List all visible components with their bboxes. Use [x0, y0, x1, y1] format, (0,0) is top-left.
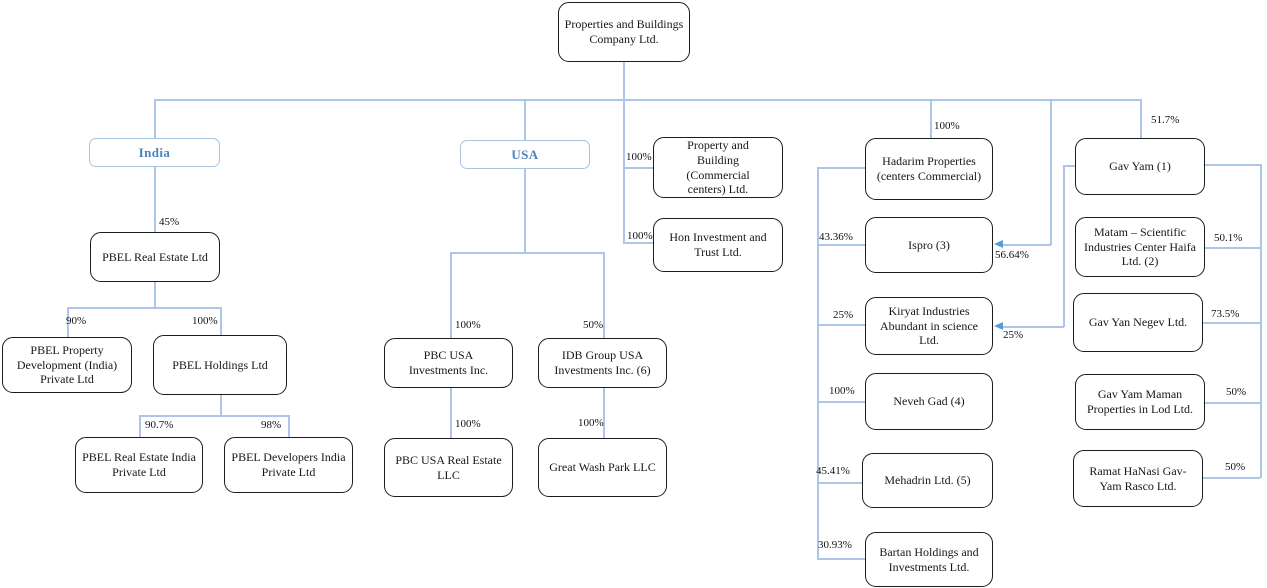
connector-line — [67, 307, 221, 309]
connector-line — [450, 388, 452, 438]
connector-line — [139, 415, 141, 437]
ownership-percent: 90% — [66, 315, 87, 327]
connector-line — [1260, 164, 1262, 478]
connector-line — [1063, 165, 1075, 167]
node-pbel-real-estate-india: PBEL Real Estate India Private Ltd — [75, 437, 203, 493]
node-property-building-commercial-centers: Property and Building (Commercial center… — [653, 137, 783, 198]
region-usa: USA — [460, 140, 590, 169]
connector-line — [1203, 322, 1260, 324]
node-hadarim-properties: Hadarim Properties (centers Commercial) — [865, 138, 993, 200]
ownership-percent: 50.1% — [1214, 232, 1243, 244]
ownership-percent: 25% — [833, 309, 854, 321]
node-gav-yam: Gav Yam (1) — [1075, 138, 1205, 195]
connector-line — [288, 415, 290, 437]
node-ramat-hanasi: Ramat HaNasi Gav-Yam Rasco Ltd. — [1073, 450, 1203, 507]
connector-line — [1140, 99, 1142, 138]
ownership-percent: 100% — [455, 319, 481, 331]
node-properties-and-buildings-company: Properties and Buildings Company Ltd. — [558, 2, 690, 62]
connector-line — [623, 242, 653, 244]
connector-line — [1063, 165, 1065, 327]
connector-line — [154, 99, 1141, 101]
ownership-percent: 98% — [261, 419, 282, 431]
node-hon-investment-trust: Hon Investment and Trust Ltd. — [653, 218, 783, 272]
ownership-percent: 50% — [583, 319, 604, 331]
connector-line — [220, 395, 222, 416]
connector-line — [623, 62, 625, 243]
connector-line — [817, 167, 865, 169]
ownership-percent: 51.7% — [1151, 114, 1180, 126]
ownership-percent: 100% — [626, 151, 652, 163]
connector-line — [1203, 477, 1260, 479]
node-pbel-property-development: PBEL Property Development (India) Privat… — [2, 337, 132, 393]
ownership-percent: 43.36% — [819, 231, 853, 243]
node-great-wash-park: Great Wash Park LLC — [538, 438, 667, 497]
ownership-percent: 45.41% — [816, 465, 850, 477]
connector-line — [623, 167, 653, 169]
ownership-percent: 100% — [192, 315, 218, 327]
ownership-percent: 100% — [578, 417, 604, 429]
node-gav-yan-negev: Gav Yan Negev Ltd. — [1073, 293, 1203, 352]
connector-line — [817, 401, 865, 403]
connector-line — [817, 324, 865, 326]
connector-line — [1003, 326, 1064, 328]
node-bartan-holdings: Bartan Holdings and Investments Ltd. — [865, 532, 993, 587]
connector-line — [930, 99, 932, 138]
arrowhead-left-icon — [994, 240, 1003, 248]
connector-line — [817, 244, 865, 246]
node-idb-group-usa: IDB Group USA Investments Inc. (6) — [538, 338, 667, 388]
connector-line — [67, 307, 69, 337]
ownership-percent: 100% — [627, 230, 653, 242]
ownership-percent: 45% — [159, 216, 180, 228]
ownership-percent: 90.7% — [145, 419, 174, 431]
connector-line — [524, 169, 526, 253]
connector-line — [154, 282, 156, 308]
ownership-percent: 50% — [1226, 386, 1247, 398]
connector-line — [220, 307, 222, 335]
ownership-percent: 73.5% — [1211, 308, 1240, 320]
connector-line — [817, 167, 819, 559]
ownership-percent: 56.64% — [995, 249, 1029, 261]
connector-line — [450, 252, 452, 338]
ownership-percent: 100% — [455, 418, 481, 430]
connector-line — [817, 482, 862, 484]
node-gav-yam-maman: Gav Yam Maman Properties in Lod Ltd. — [1075, 374, 1205, 430]
node-pbel-real-estate: PBEL Real Estate Ltd — [90, 232, 220, 282]
region-india: India — [89, 138, 220, 167]
connector-line — [154, 167, 156, 232]
node-kiryat-industries: Kiryat Industries Abundant in science Lt… — [865, 297, 993, 355]
ownership-percent: 100% — [934, 120, 960, 132]
connector-line — [1203, 247, 1260, 249]
connector-line — [1003, 244, 1051, 246]
connector-line — [1050, 99, 1052, 245]
connector-line — [603, 252, 605, 338]
connector-line — [450, 252, 604, 254]
connector-line — [524, 99, 526, 140]
connector-line — [603, 388, 605, 438]
node-mehadrin: Mehadrin Ltd. (5) — [862, 453, 993, 508]
connector-line — [1205, 164, 1260, 166]
node-pbc-usa-real-estate: PBC USA Real Estate LLC — [384, 438, 513, 497]
arrowhead-left-icon — [994, 322, 1003, 330]
node-ispro: Ispro (3) — [865, 217, 993, 273]
connector-line — [139, 415, 289, 417]
node-neveh-gad: Neveh Gad (4) — [865, 373, 993, 430]
ownership-percent: 25% — [1003, 329, 1024, 341]
ownership-percent: 50% — [1225, 461, 1246, 473]
connector-line — [154, 99, 156, 139]
node-pbc-usa-investments: PBC USA Investments Inc. — [384, 338, 513, 388]
connector-line — [1205, 402, 1260, 404]
node-pbel-holdings: PBEL Holdings Ltd — [153, 335, 287, 395]
node-pbel-developers-india: PBEL Developers India Private Ltd — [224, 437, 353, 493]
ownership-percent: 30.93% — [818, 539, 852, 551]
node-matam-scientific: Matam – Scientific Industries Center Hai… — [1075, 217, 1205, 277]
connector-line — [817, 558, 865, 560]
ownership-percent: 100% — [829, 385, 855, 397]
